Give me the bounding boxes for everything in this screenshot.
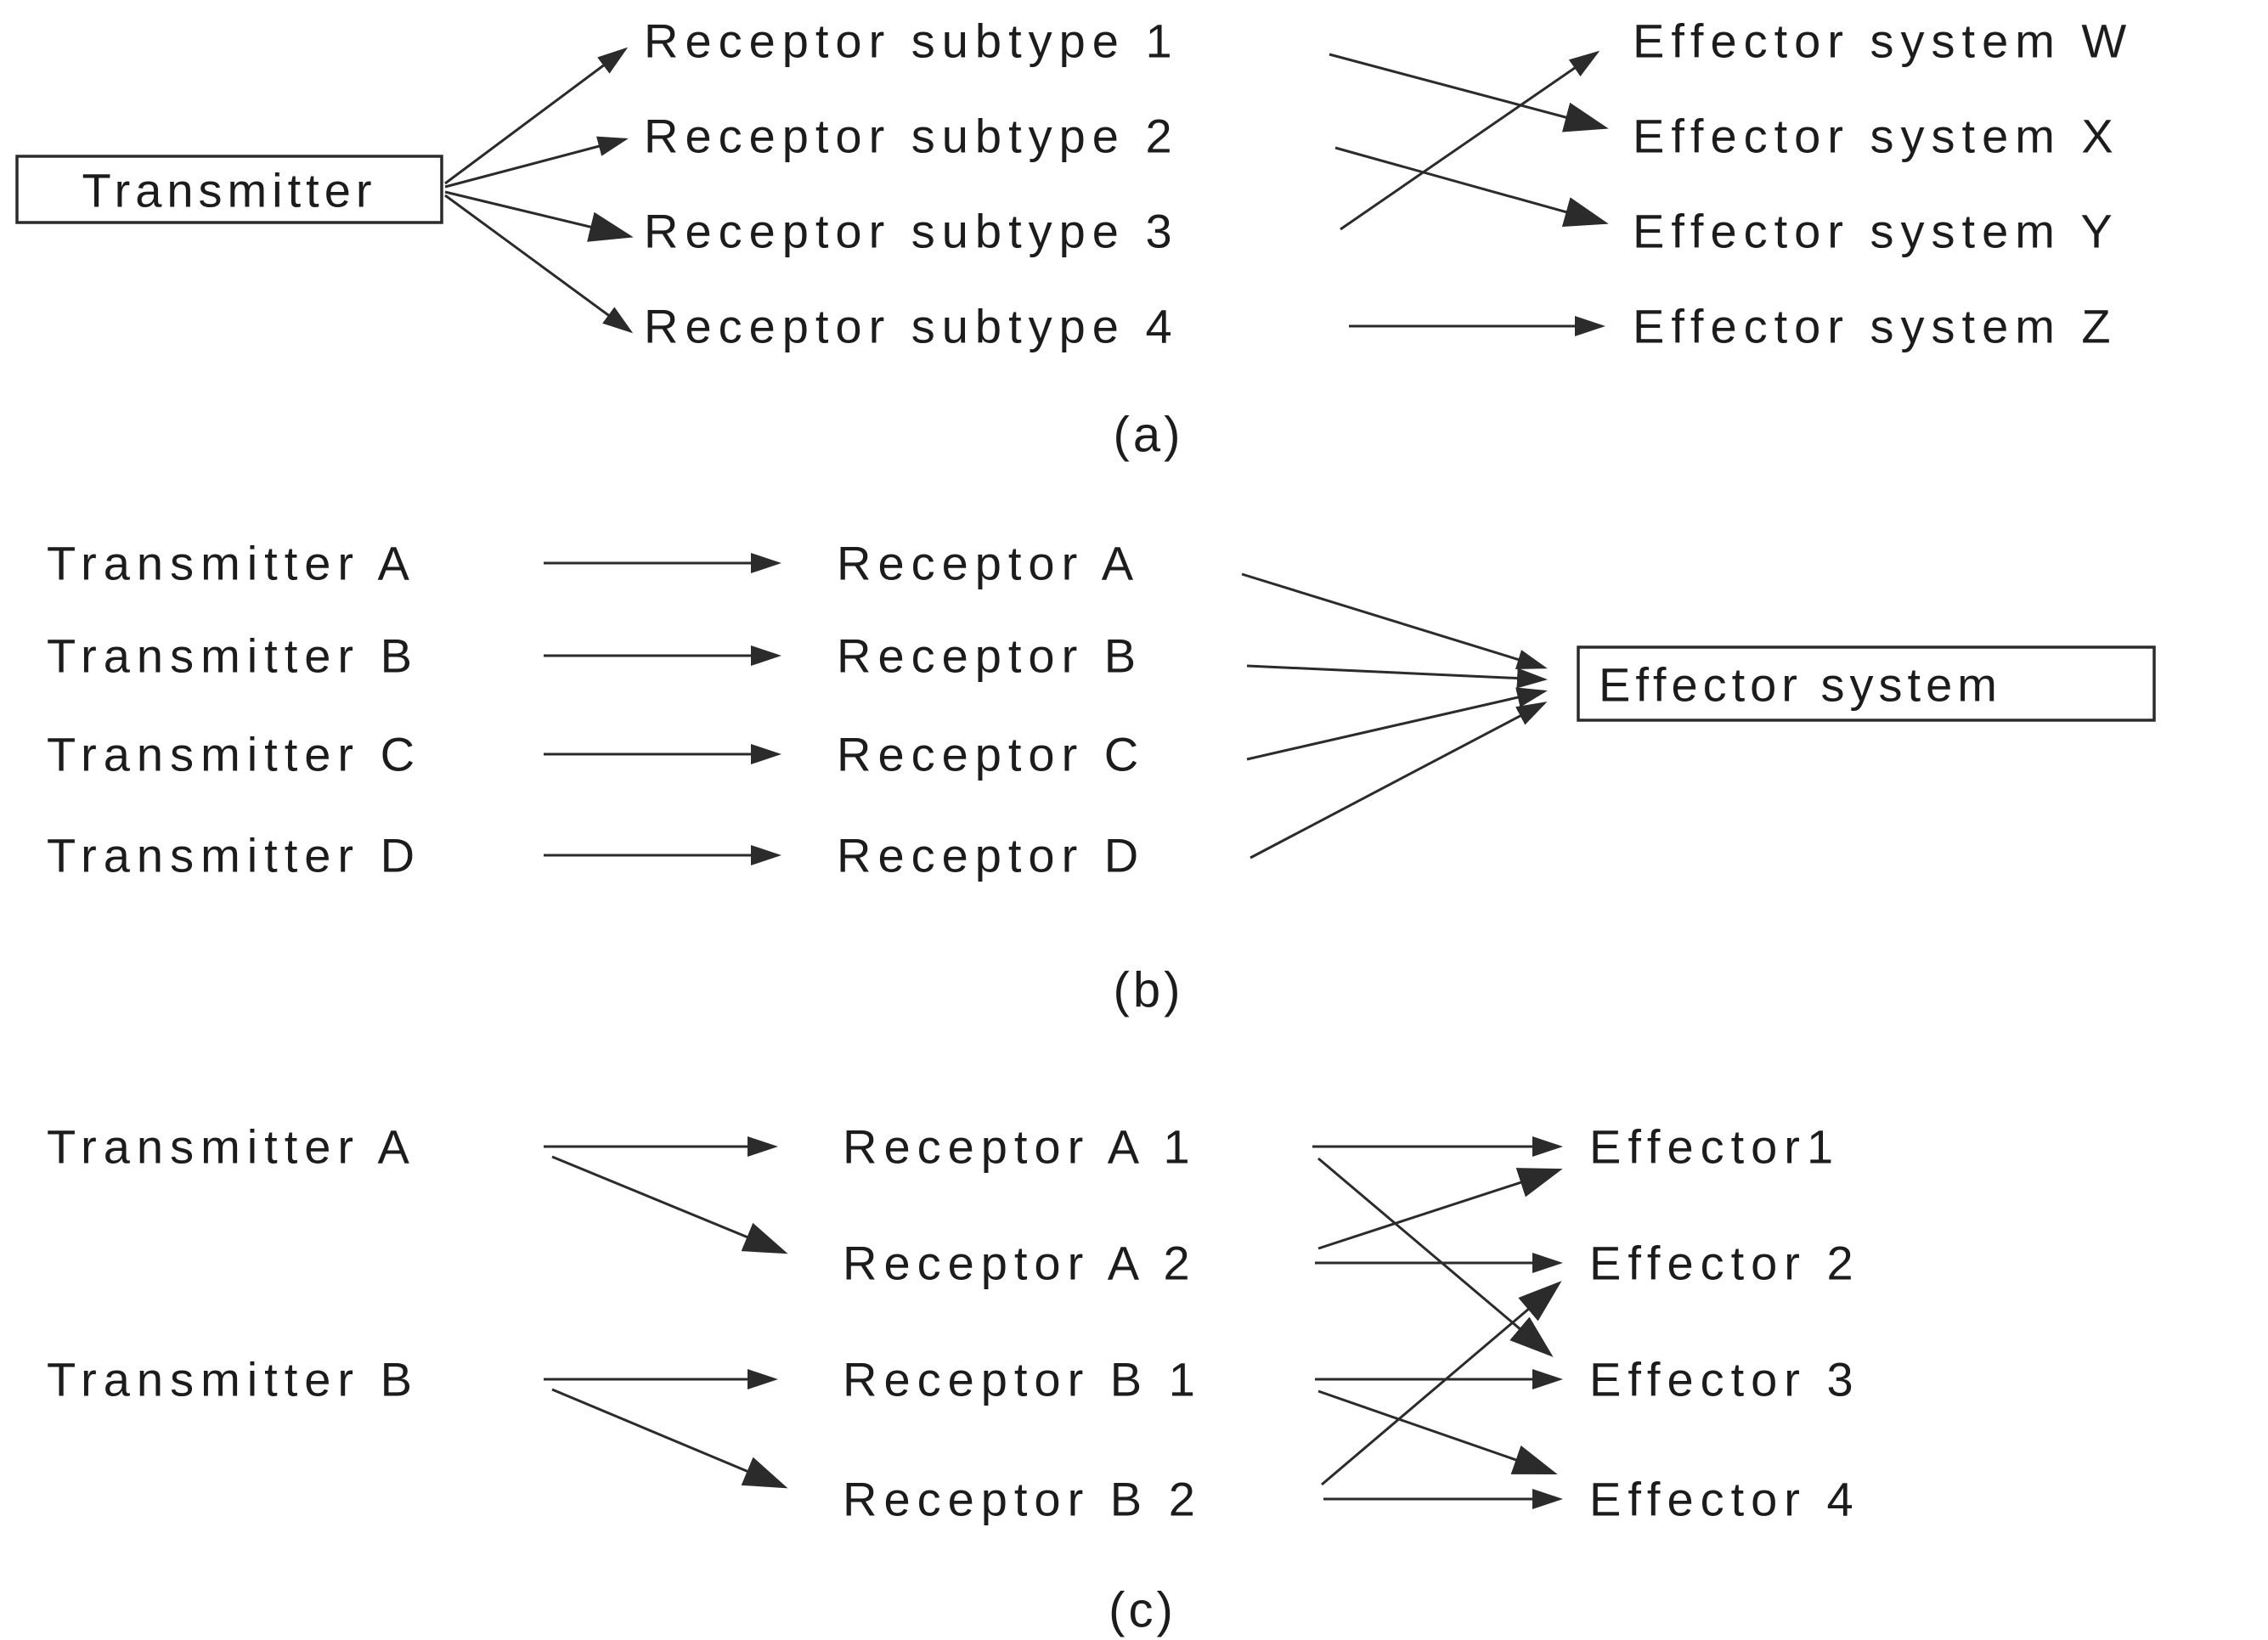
receptor-a1-label: Receptor A 1	[843, 1120, 1197, 1174]
transmitter-a-label-b: Transmitter A	[47, 537, 416, 590]
receptor-subtype-2-label: Receptor subtype 2	[644, 110, 1179, 163]
transmitter-d-label-b: Transmitter D	[47, 829, 421, 882]
receptor-b2-label: Receptor B 2	[843, 1473, 1202, 1526]
arrow-transmitter-to-subtype-1	[444, 47, 629, 185]
arrow-subtype-1-to-effector-x	[1329, 53, 1609, 132]
effector-4-label: Effector 4	[1589, 1473, 1860, 1526]
arrow-transmitter-to-subtype-4	[444, 194, 634, 334]
effector-system-box	[1577, 645, 2156, 722]
effector-3-label: Effector 3	[1589, 1353, 1860, 1406]
arrow-transmitter-b-to-receptor-b2	[551, 1388, 788, 1489]
arrow-receptor-a1-to-effector-3	[1317, 1157, 1554, 1357]
receptor-d-label: Receptor D	[837, 829, 1145, 882]
effector-system-w-label: Effector system W	[1633, 14, 2133, 68]
panel-c: Transmitter A Transmitter B Receptor A 1…	[47, 1120, 1860, 1638]
receptor-b1-label: Receptor B 1	[843, 1353, 1202, 1406]
effector-2-label: Effector 2	[1589, 1237, 1860, 1290]
arrow-receptor-a2-to-effector-1	[1317, 1168, 1563, 1250]
arrow-receptor-b2-to-effector-2	[1321, 1281, 1562, 1486]
receptor-b-label: Receptor B	[837, 629, 1142, 683]
arrow-transmitter-to-subtype-2	[444, 136, 629, 189]
receptor-subtype-3-label: Receptor subtype 3	[644, 205, 1179, 258]
receptor-subtype-1-label: Receptor subtype 1	[644, 14, 1179, 68]
arrow-subtype-2-to-effector-y	[1334, 146, 1609, 227]
transmitter-b-label-c: Transmitter B	[47, 1353, 419, 1406]
effector-system-box-label: Effector system	[1599, 658, 2002, 712]
effector-system-y-label: Effector system Y	[1633, 205, 2119, 258]
receptor-a-label: Receptor A	[837, 537, 1140, 590]
transmitter-c-label-b: Transmitter C	[47, 728, 421, 781]
receptor-a2-label: Receptor A 2	[843, 1237, 1197, 1290]
panel-b: Transmitter A Transmitter B Transmitter …	[47, 537, 2156, 1018]
arrow-transmitter-a-to-receptor-a2	[551, 1155, 788, 1254]
effector-1-label: Effector1	[1589, 1120, 1840, 1174]
transmitter-b-label-b: Transmitter B	[47, 629, 419, 683]
panel-a: Transmitter Receptor subtype 1 Receptor …	[15, 14, 2133, 463]
arrow-receptor-c-to-effector-system	[1246, 687, 1548, 761]
panel-a-caption: (a)	[1114, 408, 1184, 463]
transmitter-label: Transmitter	[82, 164, 376, 217]
transmitter-a-label-c: Transmitter A	[47, 1120, 416, 1174]
receptor-c-label: Receptor C	[837, 728, 1145, 781]
panel-b-caption: (b)	[1114, 963, 1184, 1018]
effector-system-z-label: Effector system Z	[1633, 300, 2118, 353]
transmitter-box	[15, 155, 443, 224]
effector-system-x-label: Effector system X	[1633, 110, 2120, 163]
arrow-receptor-a-to-effector-system	[1241, 572, 1548, 670]
arrow-subtype-3-to-effector-w	[1340, 50, 1600, 231]
arrow-transmitter-to-subtype-3	[444, 190, 634, 242]
arrow-receptor-d-to-effector-system	[1250, 702, 1548, 859]
panel-c-caption: (c)	[1109, 1583, 1176, 1638]
arrow-receptor-b-to-effector-system	[1246, 664, 1548, 689]
receptor-subtype-4-label: Receptor subtype 4	[644, 300, 1179, 353]
arrow-receptor-b1-to-effector-4	[1317, 1389, 1558, 1474]
